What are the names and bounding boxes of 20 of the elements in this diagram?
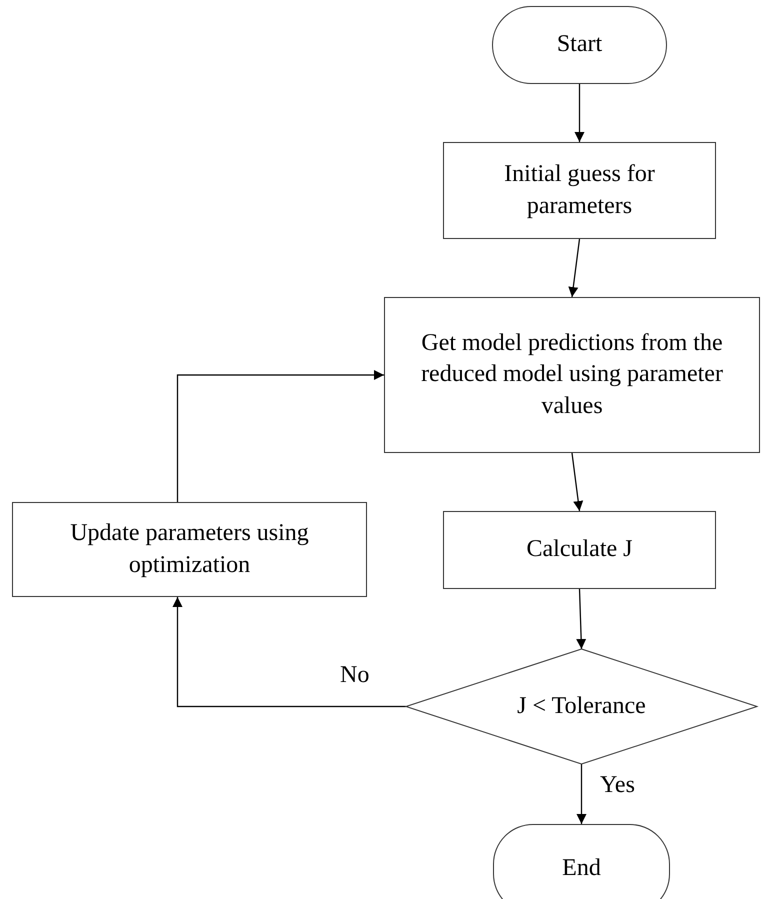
node-text: Start (556, 30, 602, 60)
arrow (576, 588, 586, 650)
node-text: Update parameters using optimization (69, 519, 310, 580)
arrow (571, 452, 584, 512)
process-box (384, 297, 760, 453)
node-text: Initial guess for parameters (503, 160, 656, 220)
node-text: J < Tolerance (517, 692, 646, 721)
arrow (172, 597, 406, 708)
node-text: End (562, 854, 601, 884)
node-text: Get model predictions from the reduced model using parameter values (420, 329, 724, 421)
process-box (443, 142, 716, 239)
arrow (176, 370, 384, 502)
process-box (12, 502, 367, 597)
terminal-shape (493, 824, 670, 899)
process-box (443, 511, 716, 589)
arrow (576, 764, 586, 824)
arrow (568, 238, 580, 298)
decision-diamond (406, 649, 757, 764)
arrow (574, 84, 584, 142)
node-text: Calculate J (526, 535, 632, 564)
